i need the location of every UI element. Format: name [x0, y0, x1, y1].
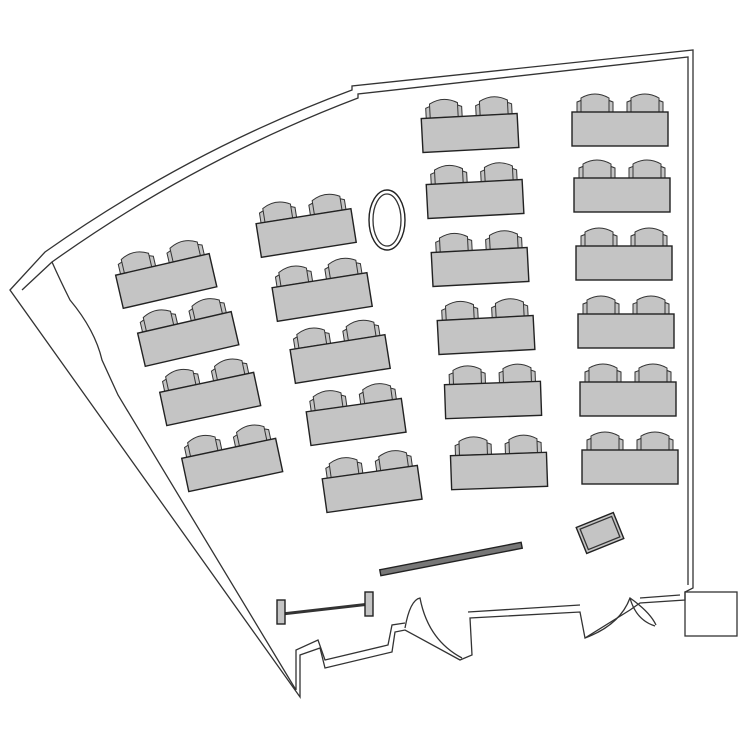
outer-wall	[9, 49, 694, 700]
student-desk	[581, 431, 679, 485]
chair	[632, 295, 670, 317]
chair	[258, 201, 298, 226]
round-table	[368, 189, 406, 251]
chair	[441, 300, 479, 323]
desk-top	[577, 313, 675, 349]
chair	[576, 93, 614, 115]
student-desk	[305, 383, 407, 447]
room-walls	[9, 49, 738, 700]
door-arc-right-2	[629, 597, 656, 627]
desk-layout	[114, 93, 679, 514]
chair	[586, 431, 624, 453]
inner-wall	[21, 56, 689, 691]
student-desk	[577, 295, 675, 349]
chair	[628, 159, 666, 181]
chair	[634, 363, 672, 385]
desk-top	[420, 112, 520, 154]
desk-top	[430, 246, 530, 288]
round-table-inner	[372, 193, 402, 247]
chair	[435, 232, 473, 255]
easel	[276, 591, 374, 625]
chair	[582, 295, 620, 317]
student-desk	[425, 162, 525, 220]
student-desk	[158, 358, 262, 427]
chair	[166, 240, 206, 266]
chair	[430, 164, 468, 187]
student-desk	[136, 298, 240, 368]
chair	[183, 434, 223, 460]
chair	[498, 363, 537, 386]
chair	[139, 309, 179, 335]
student-desk	[573, 159, 671, 213]
desk-top	[255, 207, 358, 259]
chair	[485, 230, 523, 253]
chair	[161, 368, 201, 394]
desk-top	[158, 371, 262, 427]
student-desk	[321, 450, 423, 514]
chair	[210, 358, 250, 384]
desk-top	[571, 111, 669, 147]
student-desk	[443, 363, 543, 420]
chair	[480, 162, 518, 185]
student-desk	[420, 96, 520, 154]
student-desk	[579, 363, 677, 417]
student-desk	[114, 240, 218, 310]
desk-top	[180, 437, 284, 493]
door-left	[404, 597, 463, 659]
desk-top	[425, 178, 525, 220]
teacher-desk	[575, 511, 625, 555]
chair	[584, 363, 622, 385]
chair	[454, 436, 493, 459]
student-desk	[289, 319, 392, 385]
student-desk	[255, 193, 358, 259]
desk-top	[581, 449, 679, 485]
student-desk	[571, 93, 669, 147]
student-desk	[180, 424, 284, 493]
desk-top	[321, 464, 423, 514]
student-desk	[436, 298, 536, 356]
student-desk	[271, 257, 374, 323]
student-desk	[575, 227, 673, 281]
desk-top	[573, 177, 671, 213]
chair	[626, 93, 664, 115]
corner-closet	[684, 591, 738, 637]
desk-top	[289, 333, 392, 385]
chair	[188, 298, 228, 324]
whiteboard-rail	[378, 541, 524, 577]
chair	[475, 96, 513, 119]
chair	[374, 450, 414, 474]
desk-top	[449, 451, 549, 491]
chair	[425, 98, 463, 121]
desk-top	[271, 271, 374, 323]
desk-top	[136, 310, 240, 368]
chair	[491, 298, 529, 321]
student-desk	[430, 230, 530, 288]
chair	[448, 365, 487, 388]
chair	[578, 159, 616, 181]
desk-top	[579, 381, 677, 417]
desk-top	[436, 314, 536, 356]
chair	[232, 424, 272, 450]
chair	[630, 227, 668, 249]
student-desk	[449, 434, 549, 491]
chair	[636, 431, 674, 453]
chair	[580, 227, 618, 249]
desk-top	[575, 245, 673, 281]
desk-top	[443, 380, 543, 420]
chair	[504, 434, 543, 457]
chair	[117, 251, 157, 277]
desk-top	[114, 252, 218, 310]
desk-top	[305, 397, 407, 447]
